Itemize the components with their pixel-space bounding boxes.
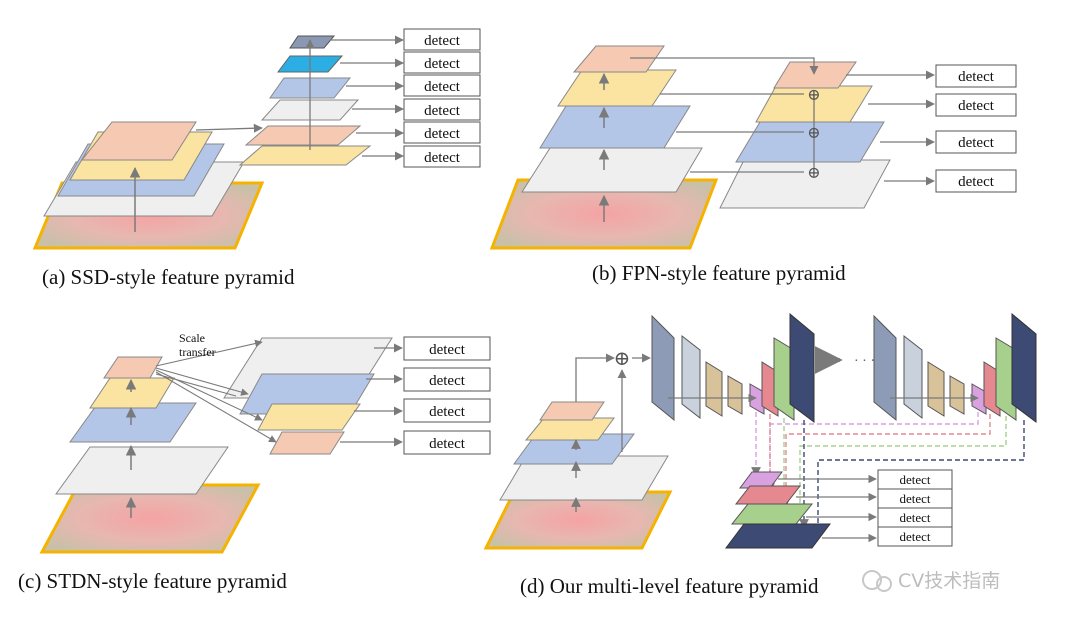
svg-text:detect: detect bbox=[424, 56, 461, 72]
svg-text:detect: detect bbox=[429, 404, 466, 420]
svg-text:detect: detect bbox=[429, 373, 466, 389]
svg-text:detect: detect bbox=[899, 529, 930, 544]
svg-text:detect: detect bbox=[958, 135, 995, 151]
detect-box-a-3: detect bbox=[403, 74, 481, 97]
panel-b-fpn: ⊕ ⊕ ⊕ detect detect detect detect (b) FP… bbox=[489, 45, 1017, 285]
panel-c-stdn: Scale transfer detect detect detect dete… bbox=[18, 331, 491, 593]
detect-box-d-4: detect bbox=[877, 526, 953, 547]
agg-layer-red bbox=[734, 485, 802, 505]
svg-text:detect: detect bbox=[424, 33, 461, 49]
watermark: CV技术指南 bbox=[862, 570, 1000, 592]
svg-text:detect: detect bbox=[958, 174, 995, 190]
agg-navy-2 bbox=[817, 420, 1025, 528]
layer-d-gray bbox=[499, 455, 669, 501]
detect-box-a-1: detect bbox=[403, 28, 481, 51]
st-c-peach bbox=[269, 431, 345, 455]
pyr-a-6 bbox=[289, 35, 336, 49]
layer-b-peach bbox=[572, 45, 665, 73]
detect-box-a-2: detect bbox=[403, 51, 481, 74]
plus-b-2: ⊕ bbox=[807, 125, 820, 142]
svg-text:detect: detect bbox=[958, 69, 995, 85]
caption-a: (a) SSD-style feature pyramid bbox=[42, 265, 295, 289]
caption-b: (b) FPN-style feature pyramid bbox=[592, 261, 846, 285]
plus-b-3: ⊕ bbox=[807, 165, 820, 182]
svg-text:detect: detect bbox=[429, 436, 466, 452]
svg-text:detect: detect bbox=[424, 79, 461, 95]
detect-box-d-3: detect bbox=[877, 507, 953, 528]
pyr-a-2 bbox=[244, 125, 362, 146]
agg-layer-navy bbox=[725, 523, 831, 549]
detect-box-a-4: detect bbox=[403, 98, 481, 121]
detect-box-c-4: detect bbox=[403, 430, 491, 455]
layer-b-yellow bbox=[557, 69, 677, 107]
fuse-d-1 bbox=[575, 353, 615, 402]
layer-c-gray bbox=[55, 446, 229, 495]
svg-text:detect: detect bbox=[424, 103, 461, 119]
detect-box-b-1: detect bbox=[935, 64, 1017, 88]
svg-text:detect: detect bbox=[899, 510, 930, 525]
plus-b-1: ⊕ bbox=[807, 87, 820, 104]
fan-c-1 bbox=[155, 339, 263, 367]
td-b-peach bbox=[773, 61, 857, 89]
detect-box-a-6: detect bbox=[403, 145, 481, 168]
fan-c-2 bbox=[155, 367, 249, 396]
agg-layer-green bbox=[730, 503, 814, 525]
detect-box-c-3: detect bbox=[403, 398, 491, 423]
lateral-b-1 bbox=[630, 57, 819, 75]
layer-c-peach bbox=[103, 356, 163, 379]
pyr-a-1 bbox=[238, 145, 372, 166]
detect-box-c-2: detect bbox=[403, 367, 491, 392]
detect-box-b-3: detect bbox=[935, 130, 1017, 154]
detect-box-a-5: detect bbox=[403, 121, 481, 144]
detect-box-b-4: detect bbox=[935, 169, 1017, 193]
layer-c-blue bbox=[69, 402, 197, 443]
agg-green-2 bbox=[799, 416, 1007, 510]
scale-transfer-label-2: transfer bbox=[179, 345, 216, 359]
layer-d-peach bbox=[539, 401, 605, 421]
panel-d-mlfpn: ⊕ · · · bbox=[483, 312, 1037, 598]
arrow-a-transfer bbox=[195, 123, 263, 133]
tum-block-2 bbox=[873, 312, 1037, 423]
input-image-c bbox=[39, 483, 261, 554]
st-c-yellow bbox=[257, 403, 361, 431]
watermark-text: CV技术指南 bbox=[898, 570, 1000, 592]
layer-d-yellow bbox=[524, 417, 615, 441]
agg-red-2 bbox=[785, 414, 991, 492]
caption-d: (d) Our multi-level feature pyramid bbox=[520, 574, 819, 598]
tum-block-1 bbox=[651, 312, 815, 423]
svg-text:detect: detect bbox=[958, 98, 995, 114]
plus-d-fuse: ⊕ bbox=[614, 348, 631, 370]
fan-c-5 bbox=[155, 373, 237, 397]
td-b-gray bbox=[719, 159, 891, 209]
detect-box-d-2: detect bbox=[877, 488, 953, 509]
wechat-icon bbox=[862, 570, 882, 590]
detect-box-c-1: detect bbox=[403, 336, 491, 361]
scale-transfer-label-1: Scale bbox=[179, 331, 205, 345]
layer-b-gray bbox=[521, 147, 703, 193]
ellipsis-d: · · · bbox=[854, 354, 875, 369]
detect-box-d-1: detect bbox=[877, 469, 953, 490]
svg-text:detect: detect bbox=[424, 150, 461, 166]
detect-box-b-2: detect bbox=[935, 93, 1017, 117]
svg-text:detect: detect bbox=[899, 491, 930, 506]
svg-text:detect: detect bbox=[424, 126, 461, 142]
svg-text:detect: detect bbox=[899, 472, 930, 487]
layer-c-yellow bbox=[89, 377, 175, 409]
layer-b-blue bbox=[539, 105, 691, 149]
svg-text:detect: detect bbox=[429, 342, 466, 358]
fan-c-4 bbox=[155, 371, 277, 443]
layer-a-peach bbox=[80, 121, 197, 161]
agg-violet-2 bbox=[769, 412, 979, 476]
panel-a-ssd: detect detect detect detect detect detec… bbox=[32, 28, 481, 289]
caption-c: (c) STDN-style feature pyramid bbox=[18, 569, 287, 593]
